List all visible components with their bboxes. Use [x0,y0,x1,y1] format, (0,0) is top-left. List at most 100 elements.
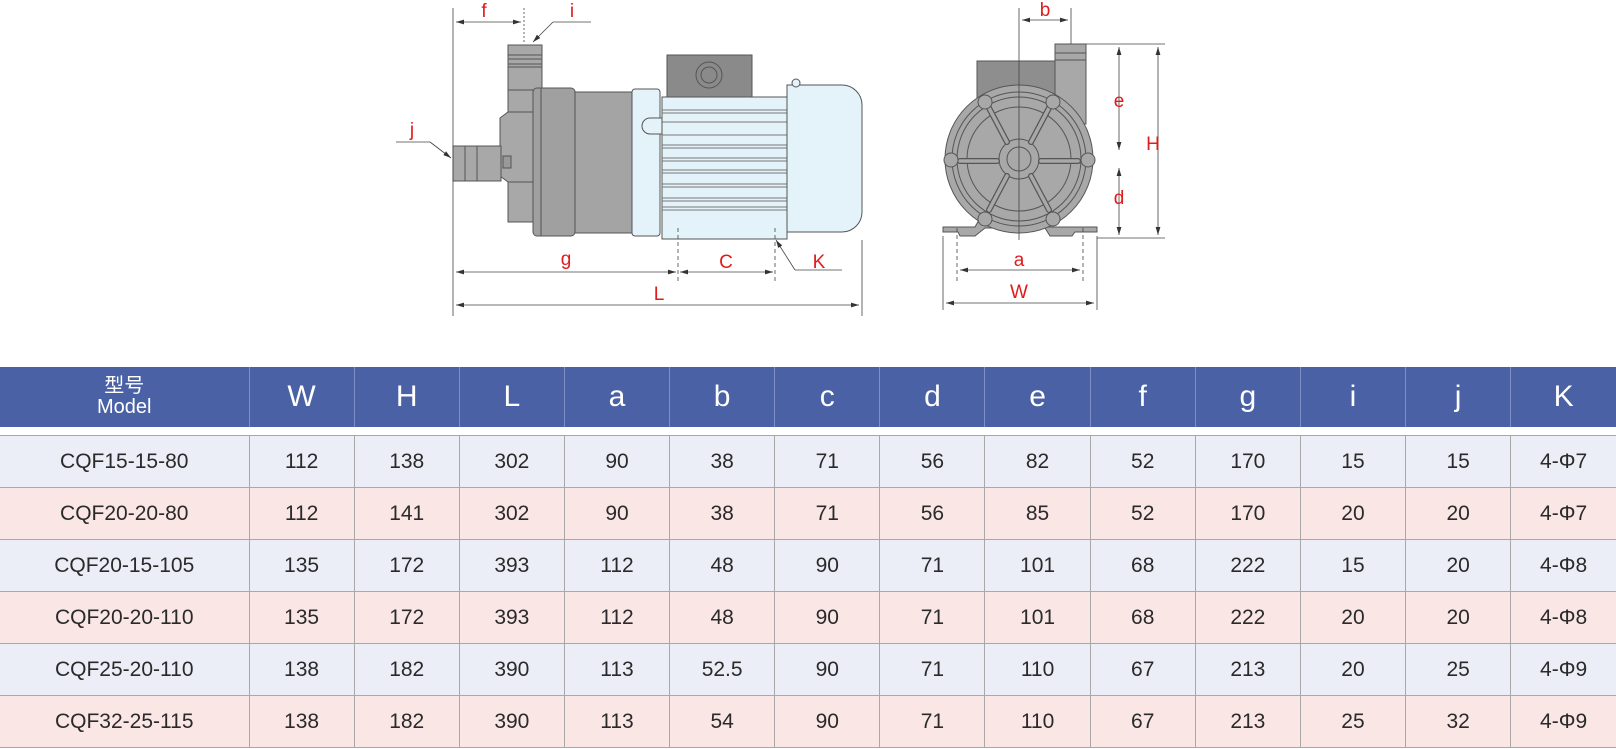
cell-i: 15 [1300,539,1407,592]
cell-h: 172 [354,539,460,592]
cell-b: 54 [669,695,776,748]
cell-l: 302 [459,435,565,488]
cell-b: 48 [669,539,776,592]
cell-e: 101 [984,591,1091,644]
cell-c: 90 [774,695,881,748]
cell-l: 393 [459,591,565,644]
cell-k: 4-Φ9 [1510,643,1616,696]
header-col: e [984,367,1091,427]
cell-c: 90 [774,539,881,592]
front-view [942,43,1098,237]
cell-g: 213 [1195,695,1301,748]
cell-a: 112 [564,591,671,644]
cell-h: 138 [354,435,460,488]
cell-k: 4-Φ7 [1510,435,1616,488]
header-col: i [1300,367,1407,427]
cell-f: 67 [1090,695,1196,748]
dim-label-e: e [1114,91,1125,112]
dim-label-c: C [719,252,733,273]
cell-j: 32 [1405,695,1512,748]
dim-label-h: H [1146,134,1160,155]
cell-d: 56 [879,487,986,540]
header-model: 型号 Model [0,367,250,427]
cell-k: 4-Φ8 [1510,539,1616,592]
cell-i: 20 [1300,643,1407,696]
cell-g: 213 [1195,643,1301,696]
cell-a: 112 [564,539,671,592]
cell-l: 302 [459,487,565,540]
cell-g: 170 [1195,435,1301,488]
cell-j: 20 [1405,539,1512,592]
cell-l: 393 [459,539,565,592]
cell-i: 25 [1300,695,1407,748]
cell-j: 15 [1405,435,1512,488]
header-col: d [879,367,986,427]
header-col: c [774,367,881,427]
header-col: L [459,367,565,427]
cell-model: CQF32-25-115 [0,695,250,748]
cell-model: CQF20-20-80 [0,487,250,540]
table-header-row: 型号 Model W H L a b c d e f g i j K [0,367,1616,427]
dim-label-j: j [409,120,414,141]
cell-g: 222 [1195,591,1301,644]
cell-i: 20 [1300,487,1407,540]
side-view-dimensions [396,8,863,316]
cell-a: 113 [564,643,671,696]
cell-b: 52.5 [669,643,776,696]
header-col: j [1405,367,1512,427]
dim-label-f: f [481,1,487,22]
header-col: W [249,367,355,427]
cell-f: 52 [1090,487,1196,540]
cell-a: 90 [564,435,671,488]
cell-w: 135 [249,539,355,592]
cell-h: 172 [354,591,460,644]
cell-e: 110 [984,643,1091,696]
side-view [452,44,863,240]
cell-e: 110 [984,695,1091,748]
cell-e: 82 [984,435,1091,488]
cell-w: 138 [249,643,355,696]
cell-k: 4-Φ9 [1510,695,1616,748]
header-col: g [1195,367,1301,427]
cell-i: 20 [1300,591,1407,644]
dim-label-b: b [1040,0,1051,21]
cell-j: 25 [1405,643,1512,696]
dim-label-l: L [654,284,665,305]
dim-label-k: K [813,252,826,273]
cell-a: 113 [564,695,671,748]
dim-label-d: d [1114,188,1125,209]
front-view-dimensions [942,8,1165,310]
header-col: f [1090,367,1196,427]
dim-label-g: g [561,249,572,270]
header-model-cn: 型号 [104,375,145,397]
cell-h: 141 [354,487,460,540]
cell-w: 135 [249,591,355,644]
cell-model: CQF15-15-80 [0,435,250,488]
cell-b: 48 [669,591,776,644]
cell-f: 68 [1090,591,1196,644]
cell-f: 68 [1090,539,1196,592]
cell-model: CQF20-15-105 [0,539,250,592]
dimension-spec-table: 型号 Model W H L a b c d e f g i j K CQF15… [0,367,1616,748]
cell-f: 52 [1090,435,1196,488]
dim-label-i: i [570,1,574,22]
cell-d: 56 [879,435,986,488]
cell-f: 67 [1090,643,1196,696]
cell-j: 20 [1405,591,1512,644]
cell-d: 71 [879,539,986,592]
cell-d: 71 [879,695,986,748]
cell-w: 112 [249,487,355,540]
front-view-labels: b e H d a W [1010,0,1160,303]
cell-k: 4-Φ8 [1510,591,1616,644]
cell-c: 90 [774,591,881,644]
cell-l: 390 [459,695,565,748]
cell-h: 182 [354,643,460,696]
cell-j: 20 [1405,487,1512,540]
dim-label-a: a [1014,250,1025,271]
cell-c: 71 [774,487,881,540]
